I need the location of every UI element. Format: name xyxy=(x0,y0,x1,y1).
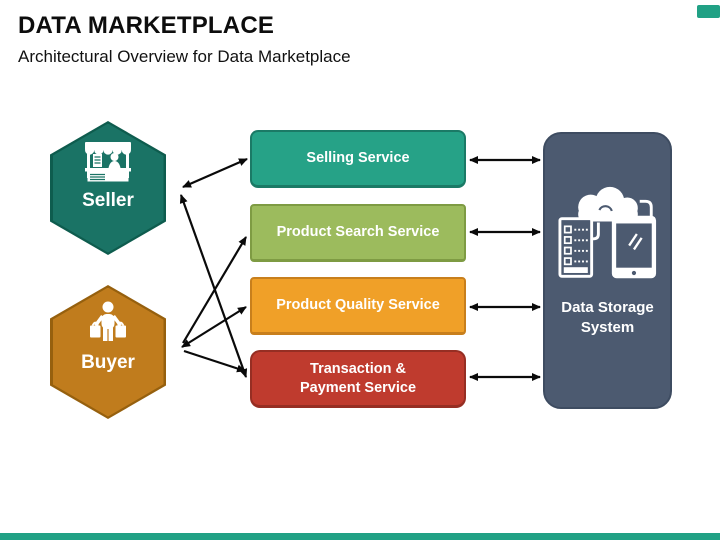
transaction-payment-service-box: Transaction & Payment Service xyxy=(250,350,466,408)
storage-label-line1: Data Storage xyxy=(561,299,654,316)
shopping-bags-icon xyxy=(90,301,126,341)
product-search-service-box: Product Search Service xyxy=(250,204,466,262)
arrow-seller-transaction xyxy=(179,194,248,378)
cloud-storage-devices-icon xyxy=(557,186,656,279)
arrow-buyer-transaction xyxy=(183,349,246,373)
buyer-label: Buyer xyxy=(81,351,135,373)
market-stall-icon xyxy=(85,141,131,181)
arrow-seller-selling xyxy=(182,157,248,189)
brand-mark xyxy=(697,5,720,18)
product-quality-service-box: Product Quality Service xyxy=(250,277,466,335)
seller-hexagon-body: Seller xyxy=(52,123,164,253)
data-storage-system-label: Data Storage System xyxy=(561,298,654,338)
transaction-payment-label-line2: Payment Service xyxy=(299,379,417,396)
footer-accent-bar xyxy=(0,533,720,540)
seller-label: Seller xyxy=(82,189,134,211)
product-quality-service-label: Product Quality Service xyxy=(276,297,440,313)
selling-service-box: Selling Service xyxy=(250,130,466,188)
buyer-hexagon: Buyer xyxy=(50,285,166,419)
arrow-buyer-search xyxy=(182,236,247,344)
arrow-buyer-quality xyxy=(181,306,247,348)
seller-hexagon: Seller xyxy=(50,121,166,255)
data-storage-system-box: Data Storage System xyxy=(543,132,672,409)
selling-service-label: Selling Service xyxy=(306,150,410,166)
page-title: DATA MARKETPLACE xyxy=(18,12,275,39)
storage-label-line2: System xyxy=(580,319,635,336)
buyer-hexagon-body: Buyer xyxy=(52,287,164,417)
page-subtitle: Architectural Overview for Data Marketpl… xyxy=(18,47,351,66)
product-search-service-label: Product Search Service xyxy=(276,224,440,240)
transaction-payment-label-line1: Transaction & xyxy=(310,360,406,377)
